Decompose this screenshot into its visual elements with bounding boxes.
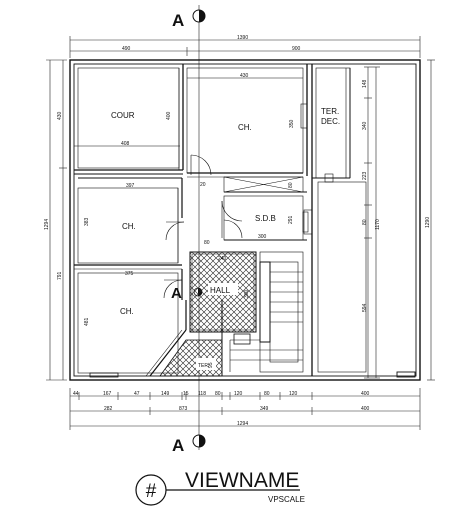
right-dimensions [364, 59, 435, 381]
dimension-bottom-4: 149 [161, 391, 170, 397]
title-block: # VIEWNAME VPSCALE [135, 469, 305, 506]
dimension-sdb-height: 80 [288, 182, 294, 188]
bottom-dimensions [69, 388, 421, 430]
dimension-bottom-row2-4: 400 [361, 406, 370, 412]
room-label-ch-bottom: CH. [120, 307, 134, 316]
view-name: VIEWNAME [185, 469, 299, 492]
room-label-ter-dec-2: DEC. [321, 117, 340, 126]
cour-room [74, 64, 184, 175]
dimension-hall-height: 300 [244, 289, 250, 298]
dimension-ch-top-height: 350 [289, 119, 295, 128]
room-label-ter: TER. [198, 363, 209, 369]
dimension-sdb-width: 300 [258, 234, 267, 240]
dimension-right-terrace-5: 594 [362, 303, 368, 312]
dimension-bottom-row2-3: 349 [260, 406, 269, 412]
section-marker-letter: A [172, 436, 184, 455]
top-dimensions [69, 36, 421, 58]
dimension-bottom-row2-1: 282 [104, 406, 113, 412]
dimension-bottom-7: 80 [215, 391, 221, 397]
dimension-ch-mid-width: 397 [126, 183, 135, 189]
dimension-right-terrace-4: 80 [362, 219, 368, 225]
dimension-bottom-8: 120 [234, 391, 243, 397]
section-marker-top: A [172, 5, 206, 450]
dimension-left-upper: 430 [57, 111, 63, 120]
dimension-hall-width: 240 [218, 256, 227, 262]
dimension-left-overall: 1294 [44, 219, 50, 230]
room-label-sdb: S.D.B [255, 214, 276, 223]
room-label-cour: COUR [111, 111, 135, 120]
dimension-top-left: 490 [122, 46, 131, 52]
bedroom-bottom [77, 269, 187, 378]
dimension-cour-width: 408 [121, 141, 130, 147]
room-label-ch-top: CH. [238, 123, 252, 132]
dimension-ch-top-width: 430 [240, 73, 249, 79]
view-scale: VPSCALE [268, 495, 305, 504]
terrace-dec [312, 67, 351, 183]
bedroom-mid [74, 177, 185, 270]
dimension-right-terrace-1: 148 [362, 79, 368, 88]
dimension-right-inner: 1170 [375, 219, 381, 230]
view-number-symbol: # [146, 481, 157, 502]
dimension-bottom-11: 400 [361, 391, 370, 397]
exterior-walls [69, 59, 421, 381]
section-marker-bottom: A [172, 434, 206, 455]
dimension-ch-mid-height: 383 [84, 217, 90, 226]
dimension-bottom-1: 44 [73, 391, 79, 397]
dimension-bottom-3: 47 [134, 391, 140, 397]
staircase [229, 251, 304, 373]
dimension-door-hall: 80 [204, 240, 210, 246]
dimension-bottom-2: 167 [103, 391, 112, 397]
dimension-right-terrace-2: 340 [362, 121, 368, 130]
dimension-bottom-9: 80 [264, 391, 270, 397]
terrace-right [303, 181, 416, 378]
corridor-top [187, 154, 304, 193]
terrace-bottom [159, 300, 223, 377]
dimension-ch-bottom-height: 481 [84, 317, 90, 326]
room-label-ter-dec-1: TER. [321, 107, 339, 116]
dimension-door-top: 20 [200, 182, 206, 188]
room-label-hall: HALL [210, 286, 231, 295]
dimension-bottom-total: 1294 [237, 421, 248, 427]
dimension-ch-bottom-width: 375 [125, 271, 134, 277]
left-dimensions [46, 59, 67, 381]
dimension-ter-bottom: 95 [208, 362, 214, 368]
room-label-ch-mid: CH. [122, 222, 136, 231]
section-marker-letter: A [172, 11, 184, 30]
hall-area [189, 251, 257, 333]
dimension-sdb-door: 291 [288, 215, 294, 224]
dimension-right-overall: 1290 [425, 217, 431, 228]
dimension-top-overall: 1390 [237, 35, 248, 41]
dimension-bottom-5: 15 [183, 391, 189, 397]
dimension-bottom-10: 120 [289, 391, 298, 397]
section-marker-letter: A [171, 285, 182, 302]
dimension-bottom-row2-2: 873 [179, 406, 188, 412]
dimension-cour-height: 400 [166, 111, 172, 120]
dimension-top-right: 900 [292, 46, 301, 52]
bathroom-sdb [221, 191, 309, 241]
dimension-right-terrace-3: 223 [362, 171, 368, 180]
dimension-bottom-6: 118 [198, 391, 206, 397]
dimension-left-lower: 791 [57, 271, 63, 280]
